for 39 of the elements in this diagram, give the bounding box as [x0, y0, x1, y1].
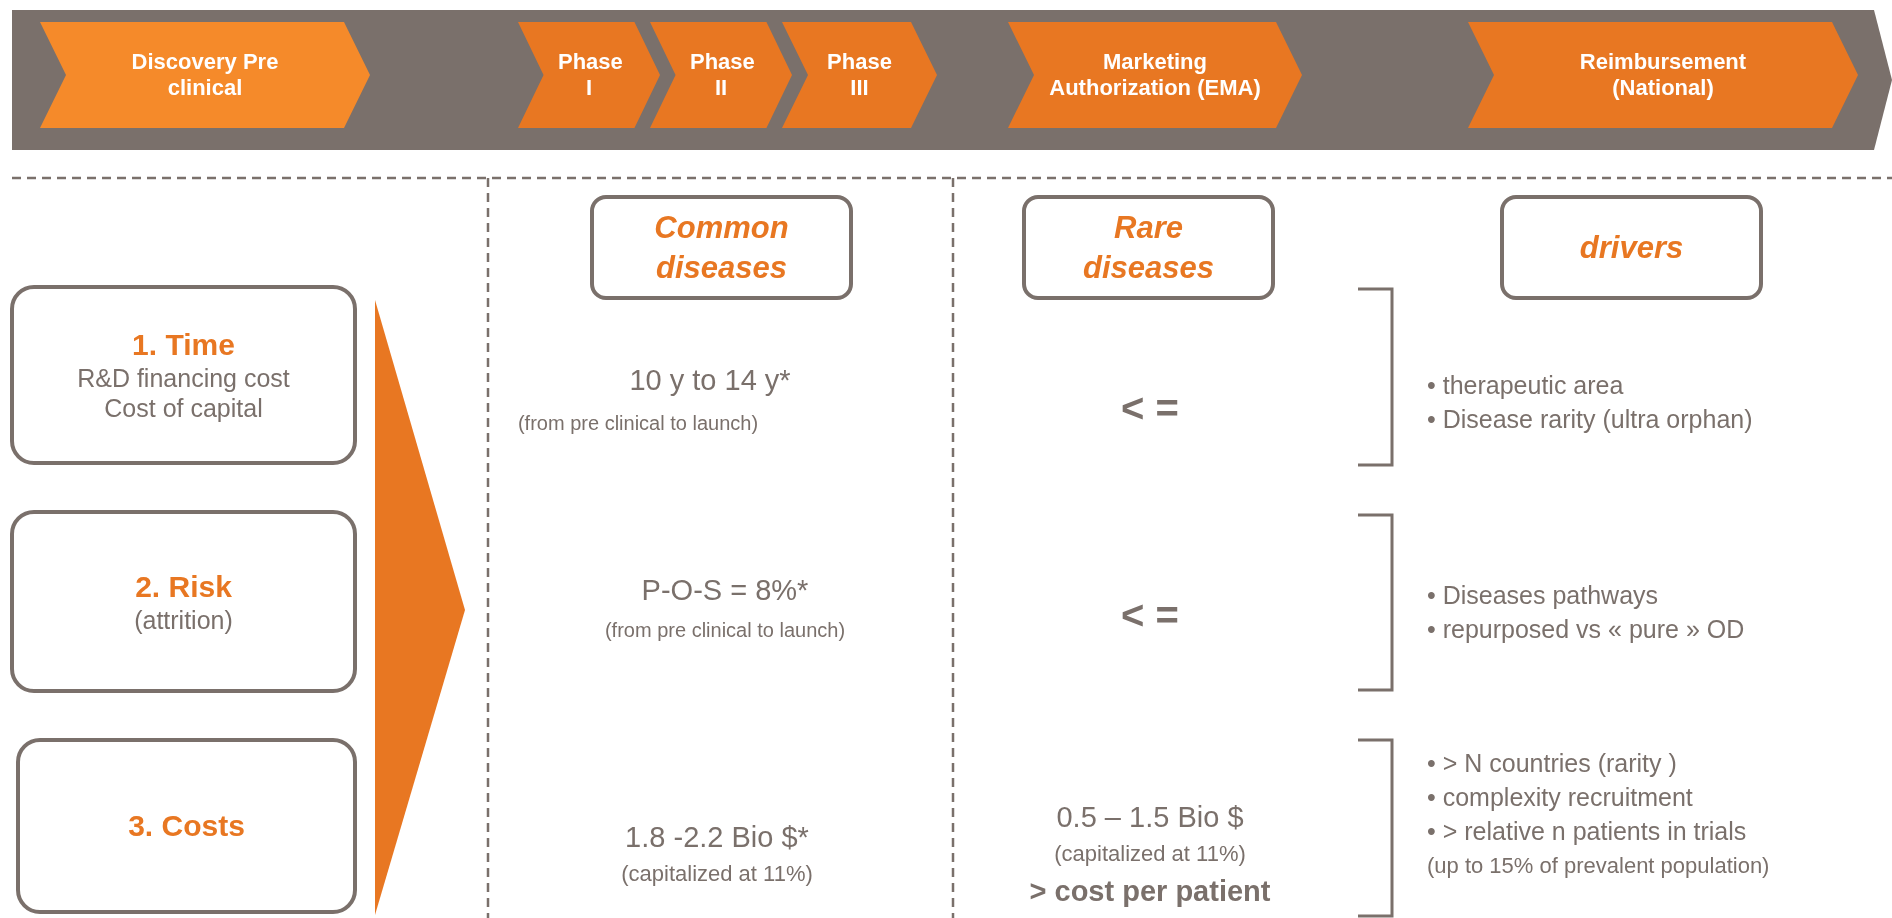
- driver-item: • Disease rarity (ultra orphan): [1427, 404, 1753, 435]
- driver-item: • > relative n patients in trials: [1427, 816, 1747, 847]
- cell-note: (from pre clinical to launch): [604, 618, 846, 643]
- category-box: [10, 285, 357, 465]
- category-box: [10, 510, 357, 693]
- cell-note: (capitalized at 11%): [1054, 840, 1246, 868]
- column-heading: Rare diseases: [1082, 208, 1215, 287]
- stage-label: Phase II: [689, 49, 756, 101]
- comparison-sign: < =: [1121, 385, 1179, 431]
- category-title: 1. Time: [132, 327, 235, 363]
- column-header-box: [590, 195, 853, 300]
- stage-label: Phase I: [557, 49, 624, 101]
- stage-label: Marketing Authorization (EMA): [1048, 49, 1262, 101]
- driver-item: • Diseases pathways: [1427, 580, 1659, 611]
- stage-label: Discovery Pre clinical: [130, 49, 280, 101]
- category-description: (attrition): [133, 604, 234, 635]
- category-title: 3. Costs: [128, 808, 245, 844]
- category-description: R&D financing cost Cost of capital: [76, 363, 291, 423]
- column-header-box: [1022, 195, 1275, 300]
- duration-value: 10 y to 14 y*: [629, 363, 791, 398]
- cost-value: 1.8 -2.2 Bio $*: [625, 820, 809, 855]
- driver-item: • therapeutic area: [1427, 370, 1624, 401]
- driver-item: • repurposed vs « pure » OD: [1427, 614, 1745, 645]
- cost-value: 0.5 – 1.5 Bio $: [1056, 800, 1244, 835]
- category-title: 2. Risk: [135, 568, 232, 605]
- category-box: [16, 738, 357, 914]
- driver-item: • > N countries (rarity ): [1427, 748, 1677, 779]
- cell-note: (from pre clinical to launch): [517, 411, 759, 436]
- comparison-sign: < =: [1121, 592, 1179, 638]
- stage-label: Phase III: [826, 49, 893, 101]
- cell-note: (capitalized at 11%): [621, 860, 813, 888]
- stage-label: Reimbursement (National): [1578, 49, 1748, 101]
- column-header-box: [1500, 195, 1763, 300]
- column-heading: drivers: [1578, 228, 1685, 267]
- cost-note: > cost per patient: [1029, 874, 1271, 909]
- success-rate-value: P-O-S = 8%*: [641, 573, 809, 608]
- driver-item: • complexity recruitment: [1427, 782, 1693, 813]
- cell-note: (up to 15% of prevalent population): [1427, 852, 1770, 880]
- column-heading: Common diseases: [653, 208, 790, 287]
